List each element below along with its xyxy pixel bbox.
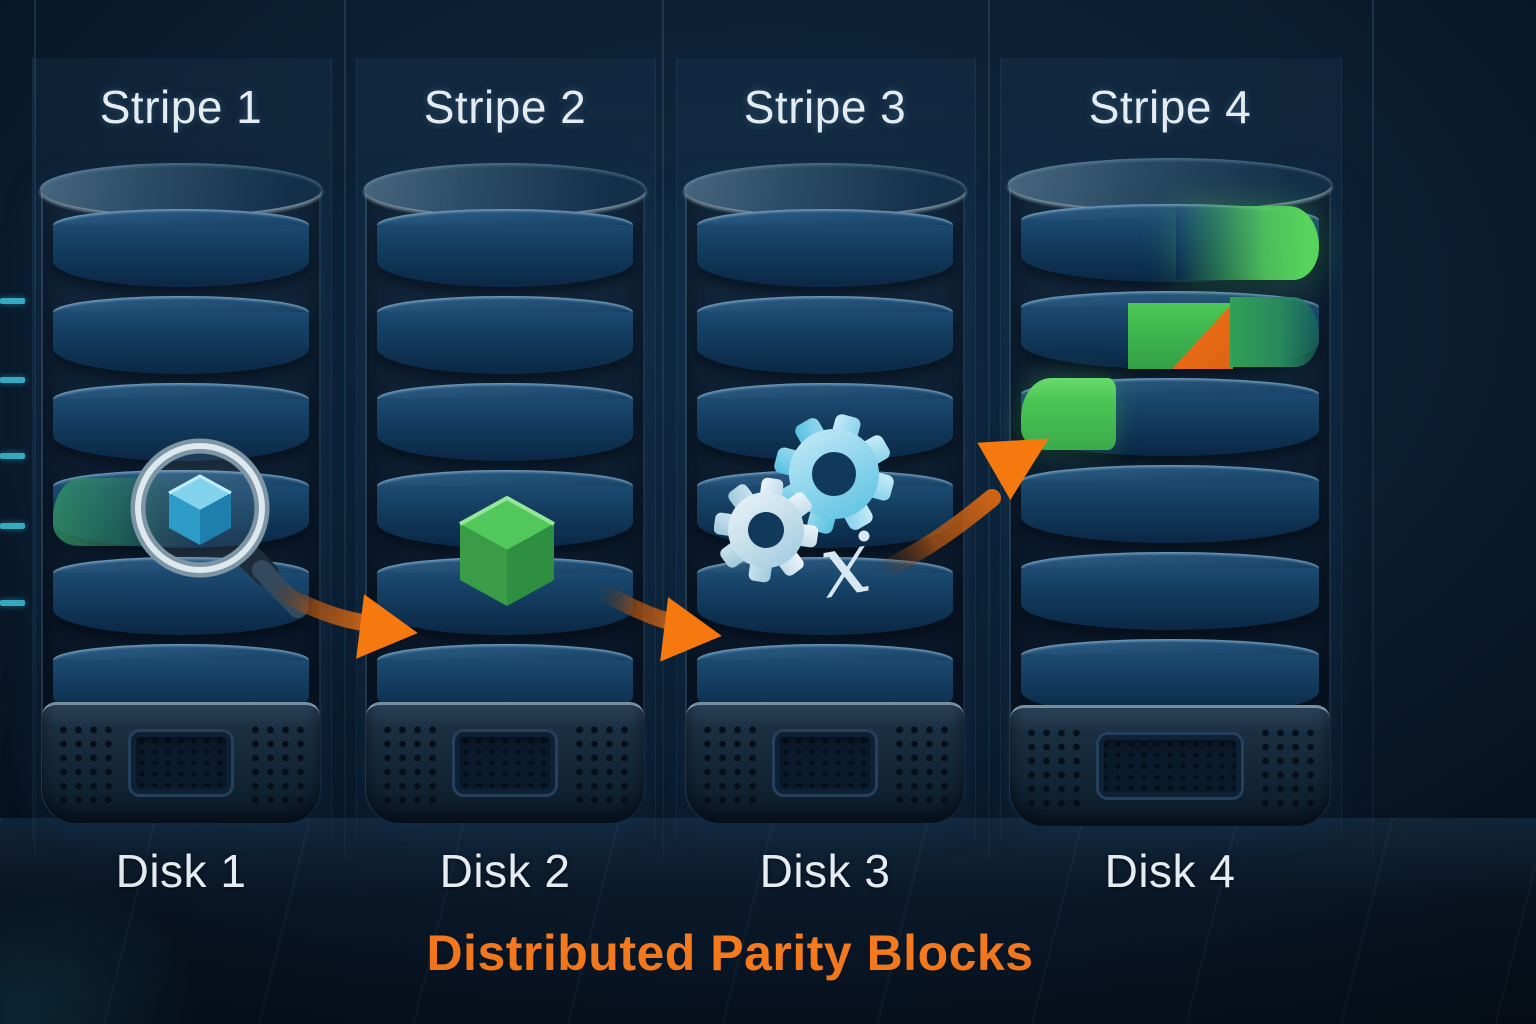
disk-base: [686, 702, 964, 823]
platter: [697, 296, 953, 374]
platter: [697, 209, 953, 287]
disk-base: [1010, 705, 1330, 826]
vent-holes: [892, 723, 950, 807]
vent-grille: [772, 729, 878, 797]
disk-label-3: Disk 3: [759, 845, 891, 897]
platter: [1021, 552, 1319, 630]
disk-tower-4: [1008, 158, 1332, 826]
platter: [53, 209, 309, 287]
vent-grille: [452, 729, 558, 797]
platter: [53, 296, 309, 374]
disk-tower-2: [364, 163, 646, 823]
stripe-label-4: Stripe 4: [1088, 81, 1252, 133]
arrow-disk3-to-disk4: [875, 438, 1049, 579]
stripe-label-3: Stripe 3: [743, 81, 907, 133]
disk-cylinder-top: [40, 163, 322, 215]
left-edge-tick: [0, 377, 25, 383]
platter: [377, 383, 633, 461]
panel-line: [662, 0, 664, 860]
left-edge-tick: [0, 453, 25, 459]
arrow-disk2-to-disk3: [593, 583, 722, 662]
parity-block-green: [1175, 206, 1319, 280]
left-edge-tick: [0, 298, 25, 304]
data-block-cube-blue-icon: [168, 474, 232, 545]
platter: [377, 296, 633, 374]
left-edge-tick: [0, 600, 25, 606]
vent-holes: [572, 723, 630, 807]
vent-grille: [1096, 732, 1244, 800]
platter: [1021, 465, 1319, 543]
platter-stack: [1021, 204, 1319, 726]
panel-line: [34, 0, 36, 860]
disk-cylinder-top: [1008, 158, 1332, 210]
diagram-title: Distributed Parity Blocks: [426, 925, 1034, 981]
disk-label-1: Disk 1: [115, 845, 247, 897]
vent-holes: [1024, 726, 1082, 810]
vent-holes: [56, 723, 114, 807]
vent-holes: [700, 723, 758, 807]
disk-base: [366, 702, 644, 823]
panel-line: [1372, 0, 1374, 860]
platter-stack: [377, 209, 633, 731]
stripe-label-2: Stripe 2: [423, 81, 587, 133]
platter: [377, 209, 633, 287]
gear-large-icon: [774, 414, 894, 534]
panel-line: [988, 0, 990, 860]
vent-holes: [1258, 726, 1316, 810]
floor: [0, 818, 1536, 1024]
parity-block-teal: [1229, 297, 1319, 367]
disk-base: [42, 702, 320, 823]
xor-dot: [858, 530, 870, 542]
vent-holes: [248, 723, 306, 807]
vent-holes: [380, 723, 438, 807]
platter: [1021, 378, 1319, 456]
platter: [1021, 204, 1319, 282]
arrow-disk1-to-disk2: [263, 579, 418, 659]
parity-block-green: [1128, 303, 1233, 369]
gears-icon: x: [714, 414, 894, 615]
platter: [1021, 291, 1319, 369]
left-edge-tick: [0, 523, 25, 529]
parity-block-green-target: [1021, 378, 1117, 450]
disk-label-2: Disk 2: [439, 845, 571, 897]
green-cube-icon: [459, 495, 555, 606]
panel-line: [344, 0, 346, 860]
vent-grille: [128, 729, 234, 797]
gear-small-icon: [714, 477, 819, 583]
stripe-label-1: Stripe 1: [99, 81, 263, 133]
disk-cylinder-top: [684, 163, 966, 215]
disk-label-4: Disk 4: [1104, 845, 1236, 897]
disk-cylinder-top: [364, 163, 646, 215]
